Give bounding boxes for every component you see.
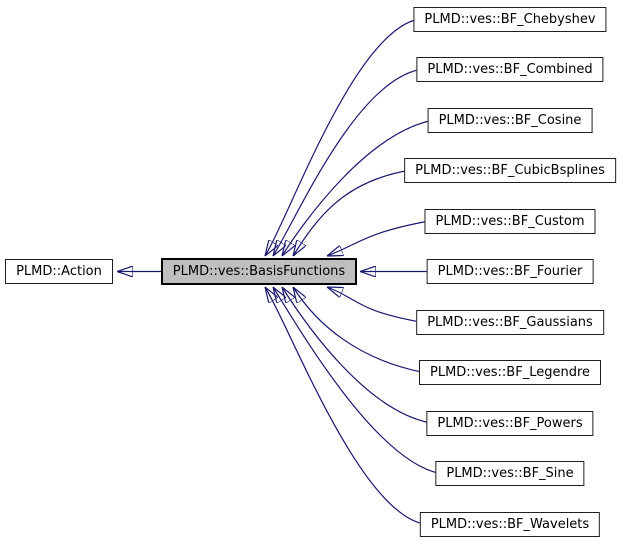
node-basisfunctions[interactable]: PLMD::ves::BasisFunctions (161, 258, 357, 285)
node-bf-combined-label: PLMD::ves::BF_Combined (427, 62, 593, 77)
node-bf-chebyshev[interactable]: PLMD::ves::BF_Chebyshev (413, 6, 607, 32)
edge-bf-legendre-to-basisfunctions (293, 287, 425, 374)
node-bf-gaussians[interactable]: PLMD::ves::BF_Gaussians (416, 309, 604, 335)
edge-bf-custom-to-basisfunctions (327, 220, 430, 256)
edge-bf-wavelets-to-basisfunctions (265, 287, 425, 525)
node-bf-legendre-label: PLMD::ves::BF_Legendre (430, 365, 590, 380)
node-bf-combined[interactable]: PLMD::ves::BF_Combined (416, 57, 604, 82)
node-bf-fourier[interactable]: PLMD::ves::BF_Fourier (426, 259, 594, 284)
edge-bf-powers-to-basisfunctions (282, 287, 432, 424)
node-bf-sine[interactable]: PLMD::ves::BF_Sine (435, 461, 585, 486)
node-bf-cubicbsplines[interactable]: PLMD::ves::BF_CubicBsplines (404, 158, 616, 183)
node-bf-wavelets-label: PLMD::ves::BF_Wavelets (430, 516, 590, 532)
node-basisfunctions-label: PLMD::ves::BasisFunctions (172, 264, 346, 279)
node-bf-cubicbsplines-label: PLMD::ves::BF_CubicBsplines (415, 163, 605, 178)
node-bf-custom-label: PLMD::ves::BF_Custom (435, 213, 585, 229)
edge-bf-sine-to-basisfunctions (273, 287, 441, 475)
node-bf-sine-label: PLMD::ves::BF_Sine (446, 466, 574, 481)
node-bf-fourier-label: PLMD::ves::BF_Fourier (437, 264, 583, 279)
node-bf-cosine-label: PLMD::ves::BF_Cosine (438, 112, 582, 128)
node-bf-powers[interactable]: PLMD::ves::BF_Powers (426, 410, 594, 436)
node-bf-custom[interactable]: PLMD::ves::BF_Custom (424, 208, 596, 234)
node-plmd-action-label: PLMD::Action (16, 264, 102, 279)
edge-bf-gaussians-to-basisfunctions (327, 287, 421, 323)
edge-bf-cubicbsplines-to-basisfunctions (293, 169, 409, 257)
node-bf-chebyshev-label: PLMD::ves::BF_Chebyshev (424, 11, 596, 27)
node-bf-powers-label: PLMD::ves::BF_Powers (437, 415, 583, 431)
node-bf-legendre[interactable]: PLMD::ves::BF_Legendre (419, 360, 601, 385)
edge-bf-chebyshev-to-basisfunctions (265, 18, 420, 256)
node-plmd-action[interactable]: PLMD::Action (5, 259, 113, 284)
node-bf-wavelets[interactable]: PLMD::ves::BF_Wavelets (419, 511, 601, 537)
node-bf-gaussians-label: PLMD::ves::BF_Gaussians (427, 314, 593, 330)
node-bf-cosine[interactable]: PLMD::ves::BF_Cosine (427, 107, 593, 133)
edge-bf-combined-to-basisfunctions (273, 68, 421, 257)
